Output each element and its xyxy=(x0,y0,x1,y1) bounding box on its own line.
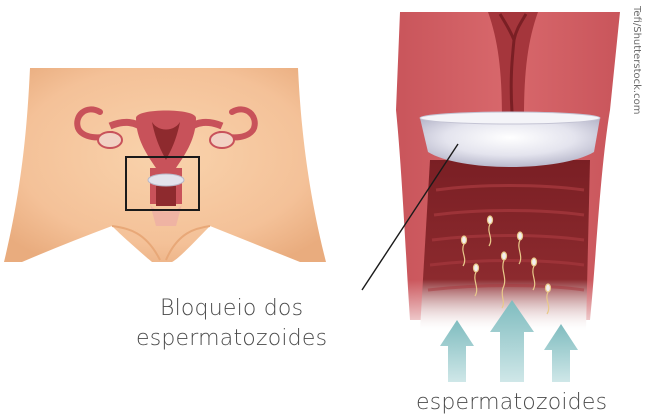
credit-text: Tefi/Shutterstock.com xyxy=(631,6,642,114)
sperm-label: espermatozoides xyxy=(416,390,607,416)
block-label-line1: Bloqueio dos xyxy=(136,294,327,324)
zoomed-canal xyxy=(390,12,630,340)
block-label: Bloqueio dos espermatozoides xyxy=(136,294,327,354)
block-label-line2: espermatozoides xyxy=(136,324,327,354)
